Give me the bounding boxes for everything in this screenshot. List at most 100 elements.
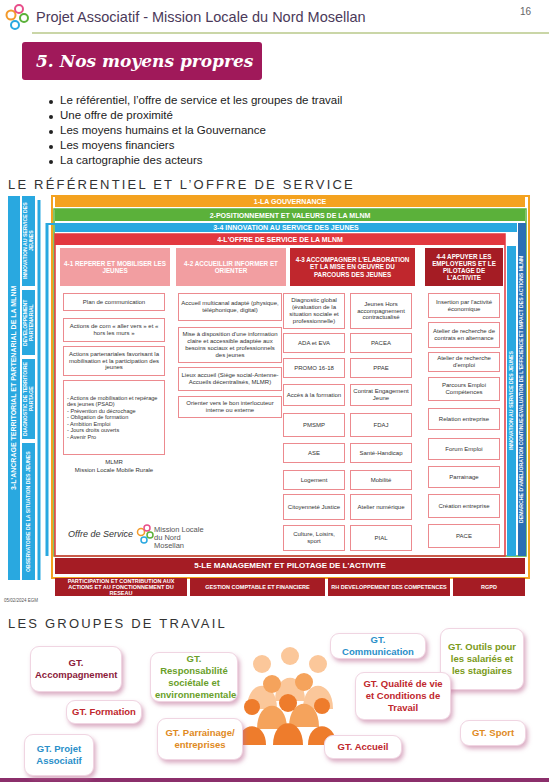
group-bubble: GT. Communication	[330, 633, 426, 659]
node-text: Lieux accueil (Siège social-Antenne-Accu…	[181, 372, 279, 386]
diagram-frames	[39, 196, 529, 580]
bullet-dots	[49, 100, 53, 164]
node-text: Atelier de recherche de contrats en alte…	[431, 328, 497, 342]
column-header: 4-3 ACCOMPAGNER L'ELABORATION ET LA MISE…	[290, 248, 415, 286]
service-box: ADA et EVA	[283, 333, 345, 353]
band-header: 2-POSITIONNEMENT ET VALEURS DE LA MLNM	[55, 209, 525, 221]
service-note: Mission Locale Mobile Rurale	[63, 467, 165, 473]
node-text: Santé-Handicap	[359, 450, 402, 457]
service-box: Santé-Handicap	[350, 443, 412, 463]
header-rule	[32, 32, 549, 34]
service-box: FDAJ	[350, 413, 412, 437]
band-header: 1-LA GOUVERNANCE	[55, 196, 525, 207]
service-box: Atelier numérique	[350, 494, 412, 520]
node-text: RGPD	[481, 584, 497, 590]
node-text: ASE	[308, 450, 320, 457]
service-box: Jeunes Hors accompagnement contractualis…	[350, 293, 412, 329]
node-text: GT. Accueil	[338, 741, 389, 753]
node-text: INNOVATION AU SERVICE DES JEUNES	[509, 352, 515, 451]
node-text: - Avenir Pro	[67, 434, 96, 440]
service-box: - Actions de mobilisation et repérage de…	[63, 380, 165, 455]
node-text: - Actions de mobilisation et repérage de…	[67, 395, 161, 408]
node-text: GT. Formation	[72, 706, 136, 718]
node-text: GT. Qualité de vie et Conditions de Trav…	[360, 678, 446, 714]
section-banner: 5. Nos moyens propres	[22, 42, 262, 80]
node-text: - Obligation de formation	[67, 414, 128, 420]
bullet-item: Une offre de proximité	[60, 109, 540, 121]
node-text: PACEA	[371, 340, 391, 347]
group-bubble: GT. Responsabilité sociétale et environn…	[150, 652, 238, 702]
people-illustration	[238, 647, 336, 745]
node-text: 4-1 REPERER ET MOBILISER LES JEUNES	[63, 260, 167, 274]
bullet-item: Les moyens humains et la Gouvernance	[60, 124, 540, 136]
logo-mark	[138, 525, 154, 543]
node-text: - Prévention du décrochage	[67, 408, 136, 414]
node-text: Accès à la formation	[287, 392, 341, 399]
service-box: PACEA	[350, 333, 412, 353]
node-text: 4-2 ACCUEILLIR INFORMER ET ORIENTER	[179, 260, 283, 274]
bullet-item: La cartographie des acteurs	[60, 154, 540, 166]
node-text: GT. Responsabilité sociétale et environn…	[155, 653, 233, 701]
footer-rule	[0, 778, 549, 782]
node-text: PIAL	[374, 535, 387, 542]
service-note: MLMR	[63, 459, 165, 465]
node-text: PMSMP	[303, 422, 325, 429]
column-header: 4-2 ACCUEILLIR INFORMER ET ORIENTER	[176, 248, 286, 286]
node-text: Forum Emploi	[445, 446, 482, 453]
node-text: Création entreprise	[438, 503, 489, 510]
node-text: GESTION COMPTABLE ET FINANCIERE	[205, 584, 309, 590]
node-text: Actions de com « aller vers » et « hors …	[66, 323, 162, 337]
vertical-band: INNOVATION AU SERVICE DES JEUNES	[507, 246, 516, 556]
node-text: GT. Projet Associatif	[29, 743, 89, 767]
service-box: Logement	[283, 470, 345, 490]
service-box: Atelier de recherche de contrats en alte…	[428, 322, 500, 348]
node-text: 4-L'OFFRE DE SERVICE DE LA MLNM	[217, 236, 343, 243]
node-text: PPAE	[373, 365, 389, 372]
node-text: 2-POSITIONNEMENT ET VALEURS DE LA MLNM	[210, 212, 371, 219]
node-text: 4-4 APPUYER LES EMPLOYEURS ET LE PILOTAG…	[428, 253, 500, 282]
service-box: Accueil multicanal adapté (physique, tél…	[178, 293, 282, 321]
node-text: OBSERVATOIRE DE LA SITUATION DES JEUNES	[26, 451, 32, 572]
service-box: Culture, Loisirs, sport	[283, 525, 345, 551]
node-text: Contrat Engagement Jeune	[353, 388, 409, 402]
logo-mark	[7, 5, 29, 29]
section-heading: LE RÉFÉRENTIEL ET L’OFFRE DE SERVICE	[8, 177, 408, 192]
node-text: GT. Communication	[335, 634, 421, 658]
node-text: DIAGNOSTIC DE TERRITOIRE PARTAGE	[23, 359, 34, 439]
diagram-caption: Offre de Service	[68, 529, 138, 539]
node-text: 5-LE MANAGEMENT ET PILOTAGE DE L'ACTIVIT…	[194, 562, 386, 570]
vertical-band: DEMARCHE D'AMELIORATION CONTINUE-EVALUAT…	[518, 223, 526, 556]
service-box: Lieux accueil (Siège social-Antenne-Accu…	[178, 367, 282, 391]
node-text: - Ambition Emploi	[67, 421, 111, 427]
band-header: 3-4 INNOVATION AU SERVICE DES JEUNES	[55, 223, 517, 232]
service-box: Mobilité	[350, 470, 412, 490]
logo-text: Mission Locale du Nord Mosellan	[154, 526, 206, 550]
service-box: ASE	[283, 443, 345, 463]
bullet-item: Le référentiel, l’offre de service et le…	[60, 94, 540, 106]
service-box: PPAE	[350, 358, 412, 378]
node-text: Mobilité	[371, 477, 392, 484]
service-box: Actions de com « aller vers » et « hors …	[63, 318, 165, 342]
node-text: Orienter vers le bon interlocuteur inter…	[181, 400, 279, 414]
node-text: Actions partenariales favorisant la mobi…	[66, 351, 162, 372]
service-box: Actions partenariales favorisant la mobi…	[63, 346, 165, 376]
bullet-item: Les moyens financiers	[60, 139, 540, 151]
management-box: PARTICIPATION ET CONTRIBUTION AUX ACTION…	[55, 578, 187, 596]
service-box: Forum Emploi	[428, 438, 500, 460]
node-text: INNOVATION AU SERVICE DES JEUNES	[23, 196, 34, 286]
group-bubble: GT. Parrainage/ entreprises	[157, 718, 243, 760]
vertical-band: INNOVATION AU SERVICE DES JEUNES	[22, 196, 35, 286]
node-text: Plan de communication	[83, 299, 145, 306]
group-bubble: GT. Outils pour les salariés et les stag…	[440, 628, 524, 690]
node-text: Relation entreprise	[439, 416, 489, 423]
service-box: PMSMP	[283, 413, 345, 437]
node-text: Atelier de recherche d'emploi	[431, 355, 497, 369]
node-text: ADA et EVA	[298, 340, 330, 347]
node-text: PARTICIPATION ET CONTRIBUTION AUX ACTION…	[58, 578, 184, 596]
service-box: Relation entreprise	[428, 408, 500, 430]
vertical-band: DEVELOPPEMENT PARTENARIAL	[22, 290, 35, 355]
service-box: Citoyenneté Justice	[283, 494, 345, 520]
node-text: Diagnostic global (évaluation de la situ…	[286, 297, 342, 325]
node-text: Jeunes Hors accompagnement contractualis…	[353, 301, 409, 322]
node-text: PROMO 16-18	[294, 365, 334, 372]
